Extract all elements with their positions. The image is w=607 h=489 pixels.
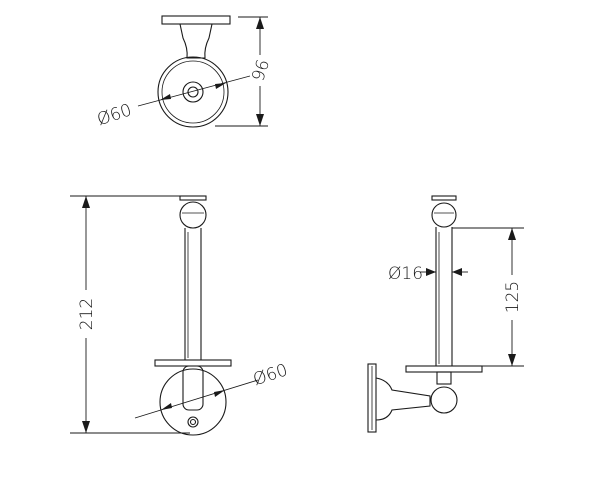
front-view-diameter-leader: [134, 379, 259, 419]
front-view-height-arrow-bottom: [82, 421, 90, 433]
side-view-finial-ball: [431, 202, 457, 228]
side-view-length-arrow-bottom: [508, 354, 516, 366]
front-view-disc: [154, 359, 232, 367]
side-view-arm: [375, 377, 431, 421]
side-view-rod-arrow-right: [452, 268, 462, 276]
top-view-depth-arrow-bottom: [256, 114, 264, 126]
side-view: Ø16 125: [367, 195, 524, 433]
front-view-height-label: 212: [77, 298, 97, 330]
top-view-diameter-arrow-right: [215, 83, 226, 89]
front-view-top-cap: [179, 195, 207, 201]
top-view-diameter-leader: [137, 75, 251, 107]
side-view-wall-plate: [367, 363, 377, 433]
top-view-rosette-inner: [161, 60, 225, 124]
front-view: 212 Ø60: [70, 195, 290, 436]
top-view-wall-plate: [161, 15, 231, 25]
front-view-diameter-arrow-right: [214, 390, 225, 397]
front-view-rosette: [159, 368, 227, 436]
front-view-screw-outer: [187, 416, 199, 428]
top-view-hub: [182, 81, 204, 103]
top-view-diameter-label: Ø60: [95, 100, 134, 130]
side-view-rod-arrow-left: [426, 268, 436, 276]
top-view-depth-arrow-top: [256, 17, 264, 29]
side-view-top-cap: [431, 195, 457, 201]
top-view-diameter-arrow-left: [160, 94, 171, 100]
front-view-diameter-label: Ø60: [251, 360, 290, 390]
front-view-height-arrow-top: [82, 196, 90, 208]
top-view-rosette-outer: [157, 56, 229, 128]
side-view-disc: [405, 365, 483, 373]
side-view-length-label: 125: [503, 281, 523, 313]
top-view-hub-inner: [187, 86, 199, 98]
front-view-finial-ball: [179, 201, 207, 229]
side-view-collar: [436, 371, 452, 385]
top-view: 96 Ø60: [95, 15, 274, 130]
side-view-rod-diameter-label: Ø16: [388, 264, 423, 284]
top-view-neck: [179, 23, 213, 59]
side-view-lower-ball: [430, 386, 458, 414]
front-view-diameter-arrow-left: [161, 403, 172, 410]
side-view-length-arrow-top: [508, 228, 516, 240]
front-view-screw-inner: [189, 418, 197, 426]
front-view-bracket: [182, 365, 204, 411]
top-view-depth-label: 96: [248, 57, 274, 84]
